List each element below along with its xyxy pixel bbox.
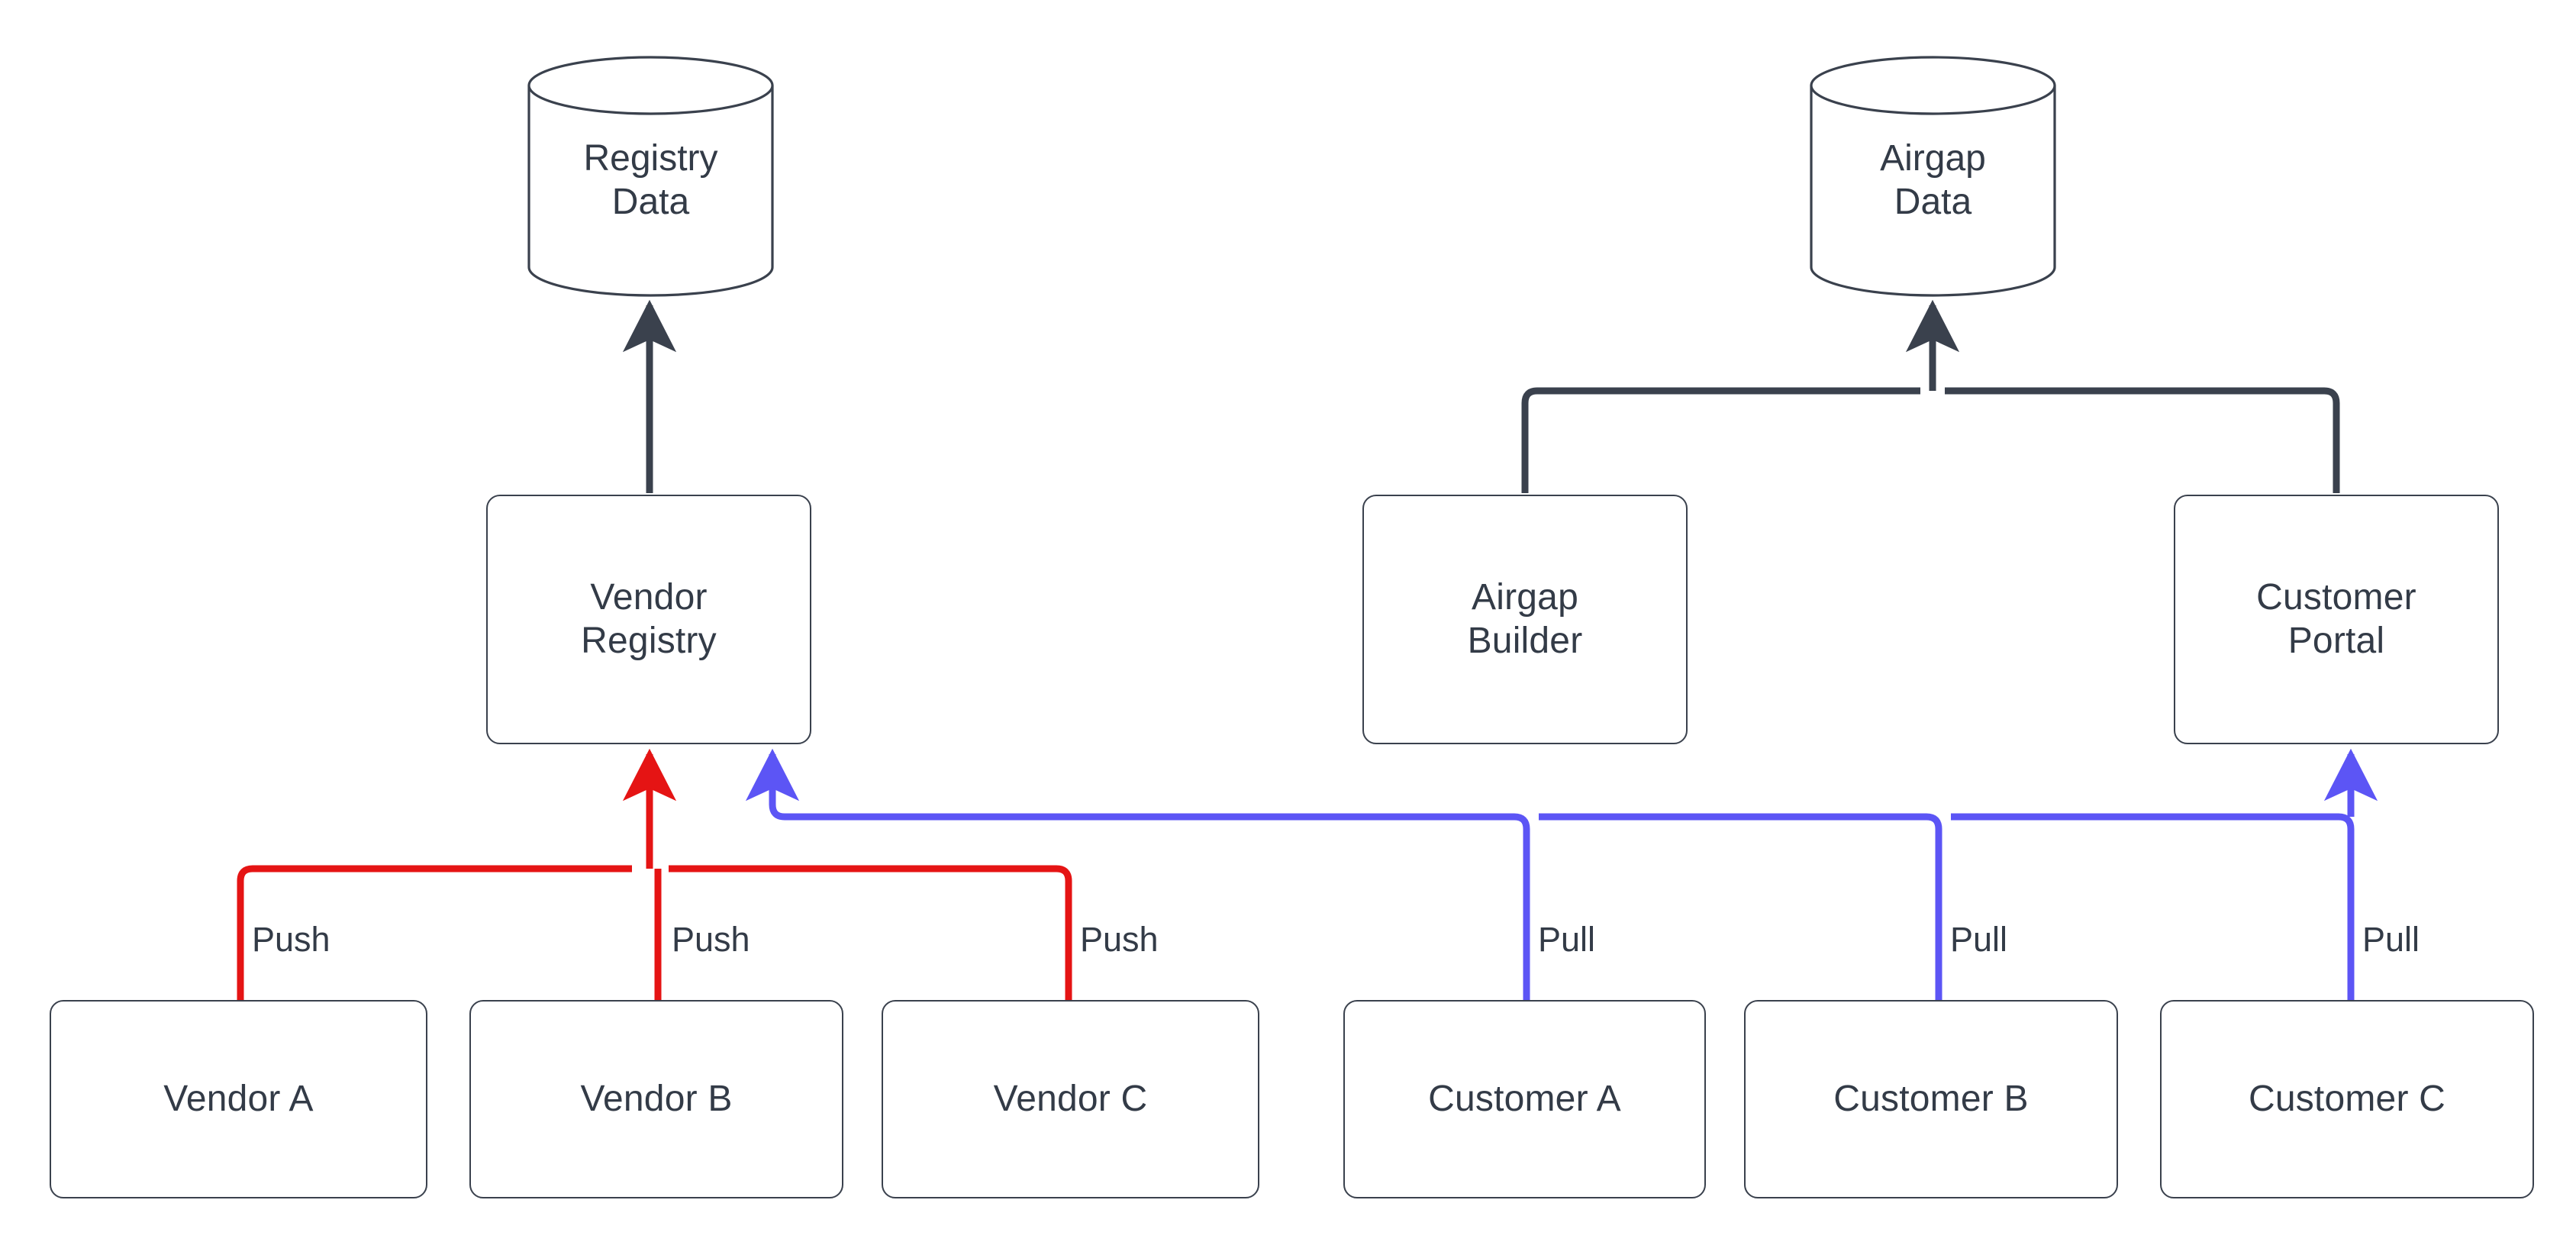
node-customer-portal[interactable]: Customer Portal [2174, 495, 2499, 744]
node-customer-a-label: Customer A [1428, 1078, 1621, 1119]
edge-label-pull-c: Pull [2362, 920, 2420, 959]
edge-customer-b-pull [1539, 813, 1942, 1000]
node-airgap-builder-label: Airgap Builder [1467, 576, 1583, 661]
node-vendor-registry-label: Vendor Registry [581, 576, 717, 661]
cylinder-icon [527, 56, 774, 297]
edge-label-pull-b: Pull [1950, 920, 2008, 959]
node-customer-b-label: Customer B [1833, 1078, 2029, 1119]
datastore-airgap-data-label: Airgap Data [1880, 138, 1986, 222]
edge-label-push-b: Push [672, 920, 750, 959]
edge-customer-c-pull [1951, 813, 2355, 1000]
node-vendor-b[interactable]: Vendor B [469, 1000, 843, 1198]
node-vendor-a[interactable]: Vendor A [50, 1000, 427, 1198]
node-customer-portal-label: Customer Portal [2256, 576, 2416, 661]
datastore-registry-data-label: Registry Data [583, 138, 718, 222]
edge-label-push-a: Push [252, 920, 330, 959]
node-customer-a[interactable]: Customer A [1343, 1000, 1706, 1198]
edge-label-push-c: Push [1080, 920, 1159, 959]
cylinder-icon [1810, 56, 2056, 297]
edge-label-pull-a: Pull [1538, 920, 1596, 959]
edge-customer-a-pull [745, 748, 1530, 1000]
edge-vendor-a-push [237, 865, 632, 1000]
node-vendor-c-label: Vendor C [993, 1078, 1148, 1119]
node-vendor-b-label: Vendor B [580, 1078, 733, 1119]
datastore-registry-data[interactable]: Registry Data [527, 55, 775, 298]
datastore-airgap-data[interactable]: Airgap Data [1809, 55, 2057, 298]
edge-vendor-c-push [669, 865, 1072, 1000]
node-customer-c[interactable]: Customer C [2160, 1000, 2534, 1198]
node-customer-c-label: Customer C [2248, 1078, 2446, 1119]
edge-airgap-builder-to-airgap-data [1521, 387, 1920, 493]
node-customer-b[interactable]: Customer B [1744, 1000, 2118, 1198]
edge-customer-portal-to-airgap-data [1945, 387, 2340, 493]
node-airgap-builder[interactable]: Airgap Builder [1362, 495, 1688, 744]
node-vendor-registry[interactable]: Vendor Registry [486, 495, 811, 744]
node-vendor-a-label: Vendor A [163, 1078, 314, 1119]
node-vendor-c[interactable]: Vendor C [882, 1000, 1259, 1198]
